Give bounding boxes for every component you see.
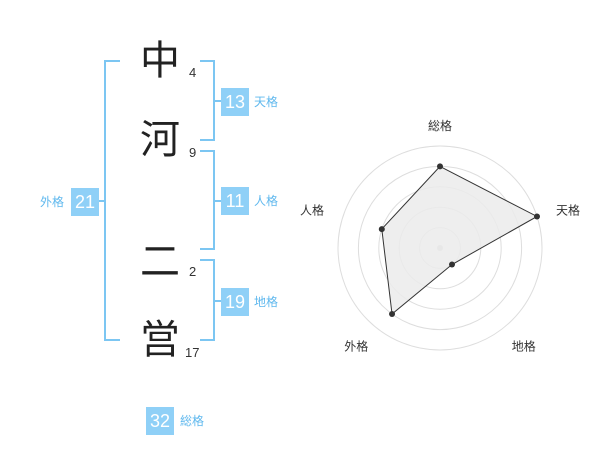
radar-point-2 bbox=[534, 213, 541, 220]
stroke-count-1: 4 bbox=[189, 65, 197, 80]
name-char-3: 二 bbox=[140, 239, 180, 285]
radar-point-4 bbox=[389, 311, 396, 318]
radar-axis-label-1: 総格 bbox=[428, 118, 452, 133]
jinkaku-label: 人格 bbox=[254, 194, 279, 208]
tenkaku-value-badge: 13 bbox=[221, 88, 249, 116]
stroke-count-3: 2 bbox=[189, 264, 197, 279]
chikaku-connector bbox=[215, 300, 221, 302]
radar-axis-label-2: 天格 bbox=[556, 202, 580, 217]
soukaku-label: 総格 bbox=[180, 414, 205, 428]
gaikaku-bracket bbox=[104, 60, 120, 341]
chikaku-label: 地格 bbox=[254, 295, 279, 309]
jinkaku-value-badge: 11 bbox=[221, 187, 249, 215]
tenkaku-connector bbox=[215, 100, 221, 102]
gaikaku-value-badge: 21 bbox=[71, 188, 99, 216]
name-char-4: 営 bbox=[140, 317, 180, 363]
chikaku-value-badge: 19 bbox=[221, 288, 249, 316]
radar-ring bbox=[337, 145, 543, 351]
tenkaku-label: 天格 bbox=[254, 95, 279, 109]
stroke-count-4: 17 bbox=[185, 345, 200, 360]
stroke-count-2: 9 bbox=[189, 145, 197, 160]
radar-axis-label-5: 人格 bbox=[300, 202, 324, 217]
chikaku-bracket bbox=[200, 259, 215, 341]
jinkaku-bracket bbox=[200, 150, 215, 250]
radar-point-5 bbox=[378, 226, 385, 233]
name-char-2: 河 bbox=[140, 117, 180, 163]
radar-series-polygon bbox=[381, 165, 539, 315]
radar-point-3 bbox=[448, 261, 455, 268]
radar-point-1 bbox=[437, 163, 443, 170]
soukaku-value-badge: 32 bbox=[146, 407, 174, 435]
jinkaku-connector bbox=[215, 200, 221, 202]
radar-axis-label-3: 地格 bbox=[512, 339, 536, 354]
gaikaku-label: 外格 bbox=[40, 195, 65, 209]
gaikaku-connector bbox=[98, 200, 104, 202]
name-char-1: 中 bbox=[140, 38, 180, 84]
tenkaku-bracket bbox=[200, 60, 215, 141]
radar-axis-label-4: 外格 bbox=[344, 339, 368, 354]
